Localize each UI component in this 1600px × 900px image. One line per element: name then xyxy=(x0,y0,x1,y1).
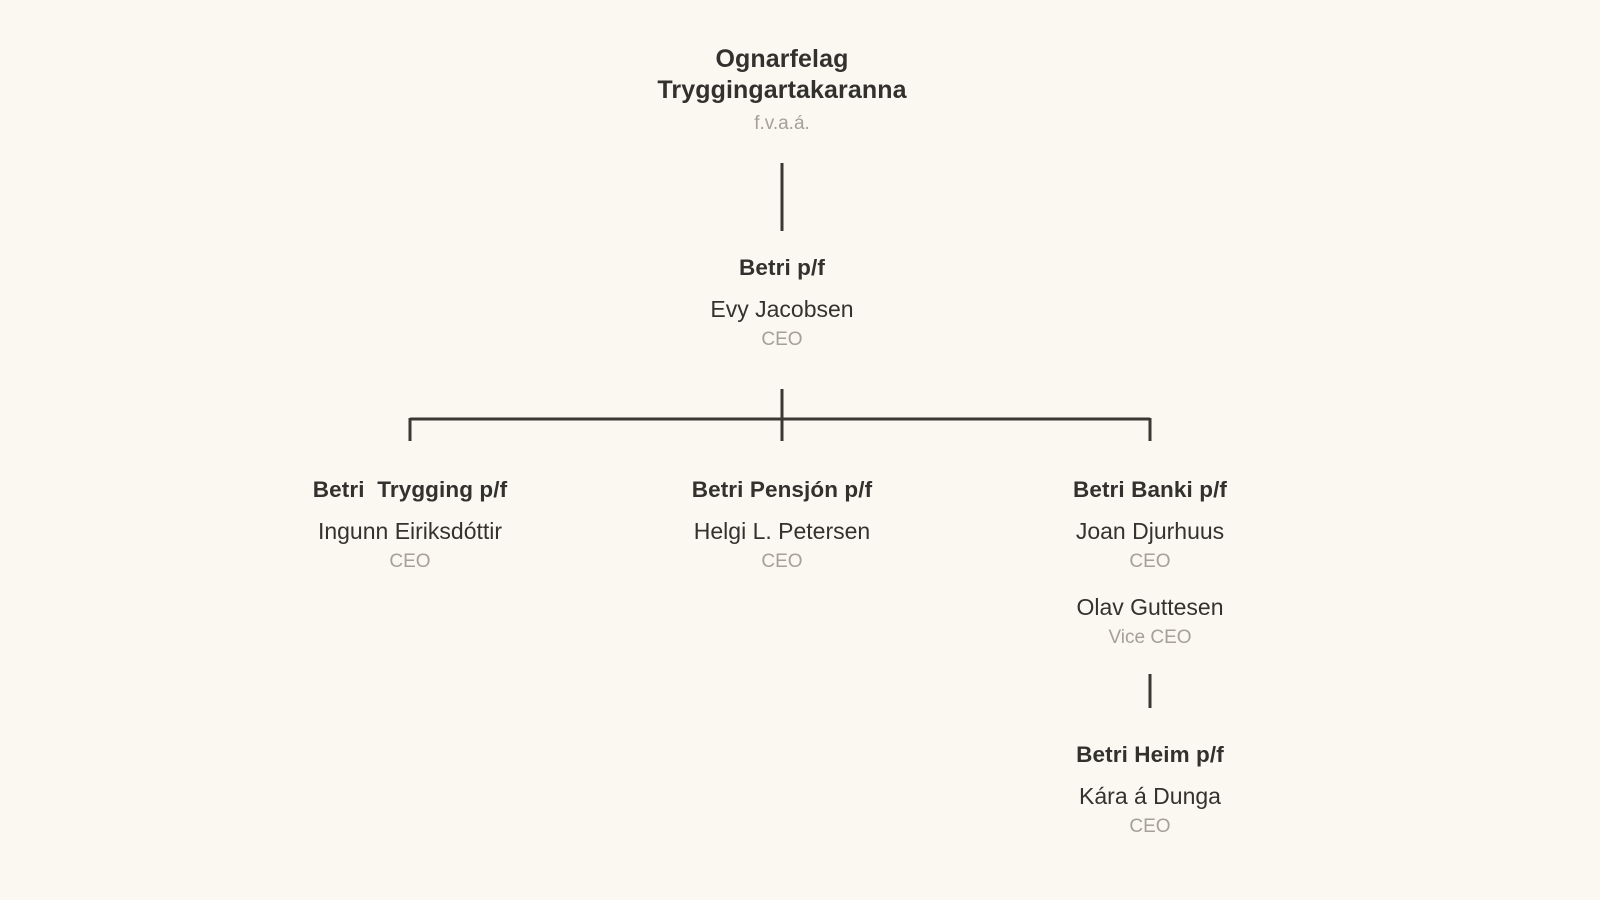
person-entry: Joan Djurhuus CEO xyxy=(965,517,1335,573)
person-name: Ingunn Eiriksdóttir xyxy=(317,517,503,544)
person-role: CEO xyxy=(761,329,803,351)
person-role: Vice CEO xyxy=(1108,627,1192,649)
node-betri[interactable]: Betri p/f Evy Jacobsen CEO xyxy=(562,253,1002,351)
node-pensjon[interactable]: Betri Pensjón p/f Helgi L. Petersen CEO xyxy=(597,475,967,573)
person-role: CEO xyxy=(761,551,803,573)
node-heim[interactable]: Betri Heim p/f Kára á Dunga CEO xyxy=(965,740,1335,838)
person-role: CEO xyxy=(1129,551,1171,573)
person-entry: Helgi L. Petersen CEO xyxy=(597,517,967,573)
node-root-subtitle: f.v.a.á. xyxy=(754,113,810,134)
node-root-title-line-2: Tryggingartakaranna xyxy=(657,75,907,104)
person-name: Helgi L. Petersen xyxy=(693,517,871,544)
node-pensjon-title: Betri Pensjón p/f xyxy=(691,477,873,502)
person-name: Kára á Dunga xyxy=(1079,782,1221,809)
person-entry: Ingunn Eiriksdóttir CEO xyxy=(225,517,595,573)
person-role: CEO xyxy=(1129,816,1171,838)
node-banki-title: Betri Banki p/f xyxy=(1072,477,1228,502)
node-heim-title: Betri Heim p/f xyxy=(1076,742,1224,767)
person-role: CEO xyxy=(389,551,431,573)
node-trygging-title: Betri Trygging p/f xyxy=(312,477,508,502)
node-trygging[interactable]: Betri Trygging p/f Ingunn Eiriksdóttir C… xyxy=(225,475,595,573)
person-entry: Evy Jacobsen CEO xyxy=(562,295,1002,351)
node-betri-title: Betri p/f xyxy=(739,255,825,280)
person-entry: Olav Guttesen Vice CEO xyxy=(965,594,1335,649)
person-entry: Kára á Dunga CEO xyxy=(965,782,1335,838)
node-root-title-line-1: Ognarfelag xyxy=(715,45,849,73)
person-name: Evy Jacobsen xyxy=(710,295,854,322)
person-name: Joan Djurhuus xyxy=(1075,517,1225,544)
node-banki[interactable]: Betri Banki p/f Joan Djurhuus CEO Olav G… xyxy=(965,475,1335,649)
person-name: Olav Guttesen xyxy=(1076,594,1224,621)
